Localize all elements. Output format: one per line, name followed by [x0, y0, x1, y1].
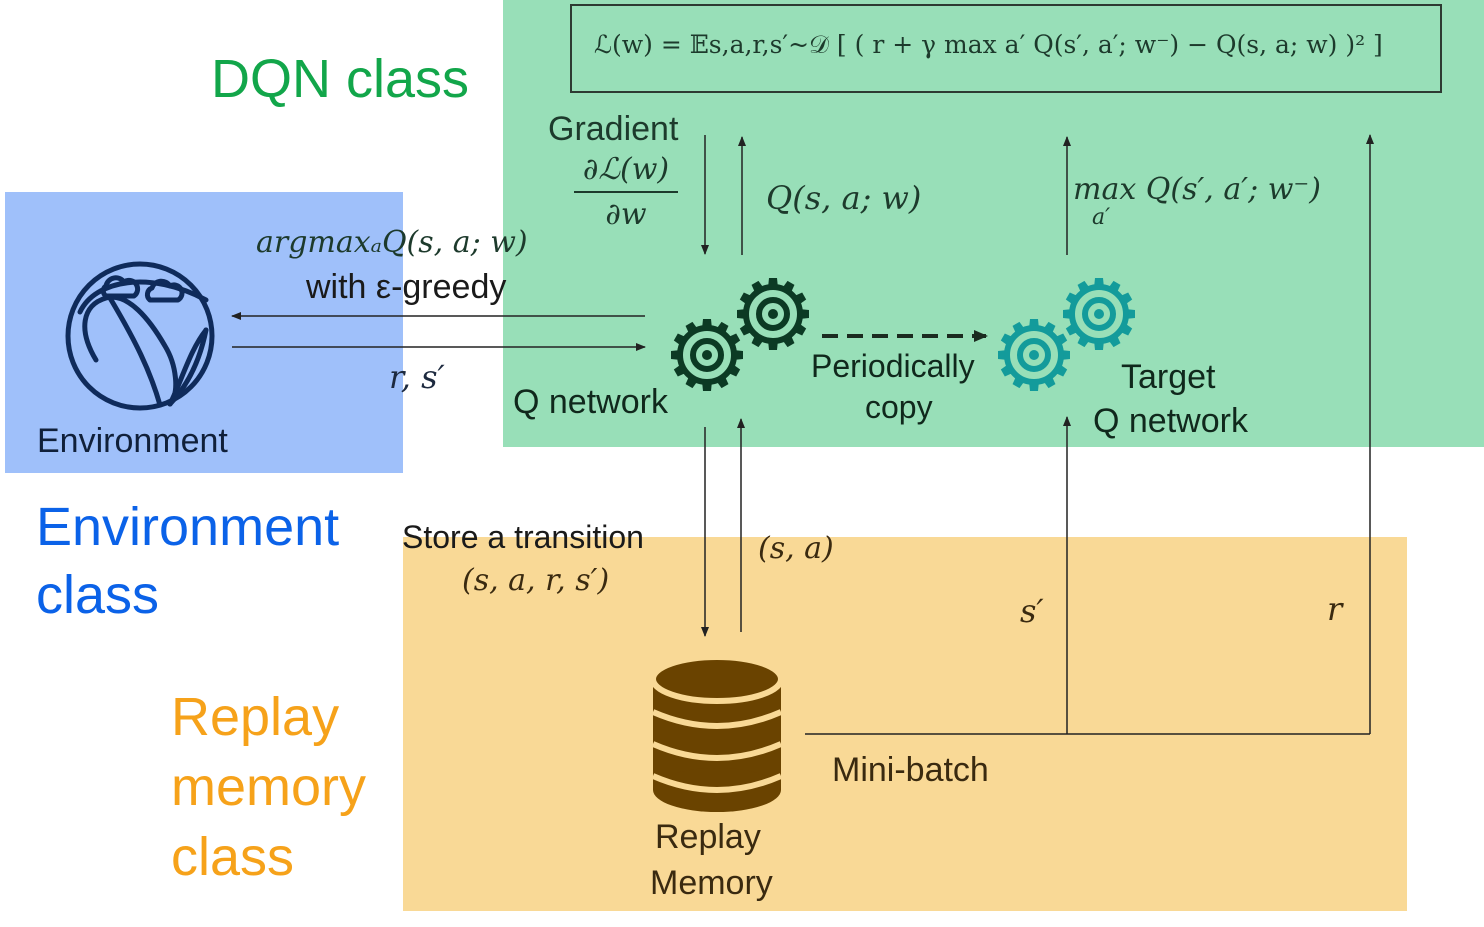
- q-network-icon: [671, 278, 809, 391]
- sample-sa-label: (s, a): [758, 531, 834, 566]
- environment-class-title-2: class: [36, 565, 160, 625]
- environment-class-title: Environment: [36, 497, 340, 557]
- gradient-fraction: ∂ℒ(w) ∂w: [574, 152, 678, 232]
- gradient-label: Gradient: [548, 110, 679, 148]
- replay-memory-label-2: Memory: [650, 864, 773, 902]
- dqn-region: [503, 0, 1484, 447]
- store-transition-label: Store a transition: [402, 519, 644, 555]
- replay-memory-region: [403, 537, 1407, 911]
- copy-label: copy: [865, 389, 933, 425]
- s-prime-label: s′: [1020, 592, 1044, 630]
- max-target-label: max Q(s′, a′; w⁻): [1073, 172, 1321, 207]
- max-target-subscript: a′: [1092, 205, 1111, 230]
- replay-memory-label: Replay: [655, 818, 761, 856]
- argmax-label: argmaxₐQ(s, a; w): [256, 225, 528, 260]
- loss-formula-box: [570, 4, 1442, 93]
- r-label: r: [1327, 590, 1343, 628]
- loss-formula: ℒ(w) = 𝔼s,a,r,s′~𝒟 [ ( r + γ max a′ Q(s′…: [594, 30, 1383, 59]
- gradient-numerator: ∂ℒ(w): [574, 152, 678, 193]
- replay-class-title-2: memory: [171, 757, 367, 817]
- replay-class-title: Replay: [171, 687, 340, 747]
- q-value-label: Q(s, a; w): [766, 179, 922, 217]
- target-label: Target: [1121, 358, 1216, 396]
- target-network-icon: [998, 278, 1135, 391]
- q-network-label: Q network: [513, 383, 668, 421]
- replay-class-title-3: class: [171, 827, 295, 887]
- gradient-denominator: ∂w: [605, 197, 647, 232]
- egreedy-label: with ε-greedy: [306, 268, 507, 306]
- target-q-network-label: Q network: [1093, 402, 1248, 440]
- periodically-label: Periodically: [811, 348, 975, 384]
- replay-memory-icon: [650, 654, 784, 812]
- dqn-class-title: DQN class: [211, 49, 470, 109]
- minibatch-label: Mini-batch: [832, 751, 989, 789]
- environment-icon: [65, 261, 215, 411]
- transition-tuple-label: (s, a, r, s′): [462, 563, 610, 598]
- environment-label: Environment: [37, 422, 228, 460]
- reward-state-label: r, s′: [389, 358, 445, 396]
